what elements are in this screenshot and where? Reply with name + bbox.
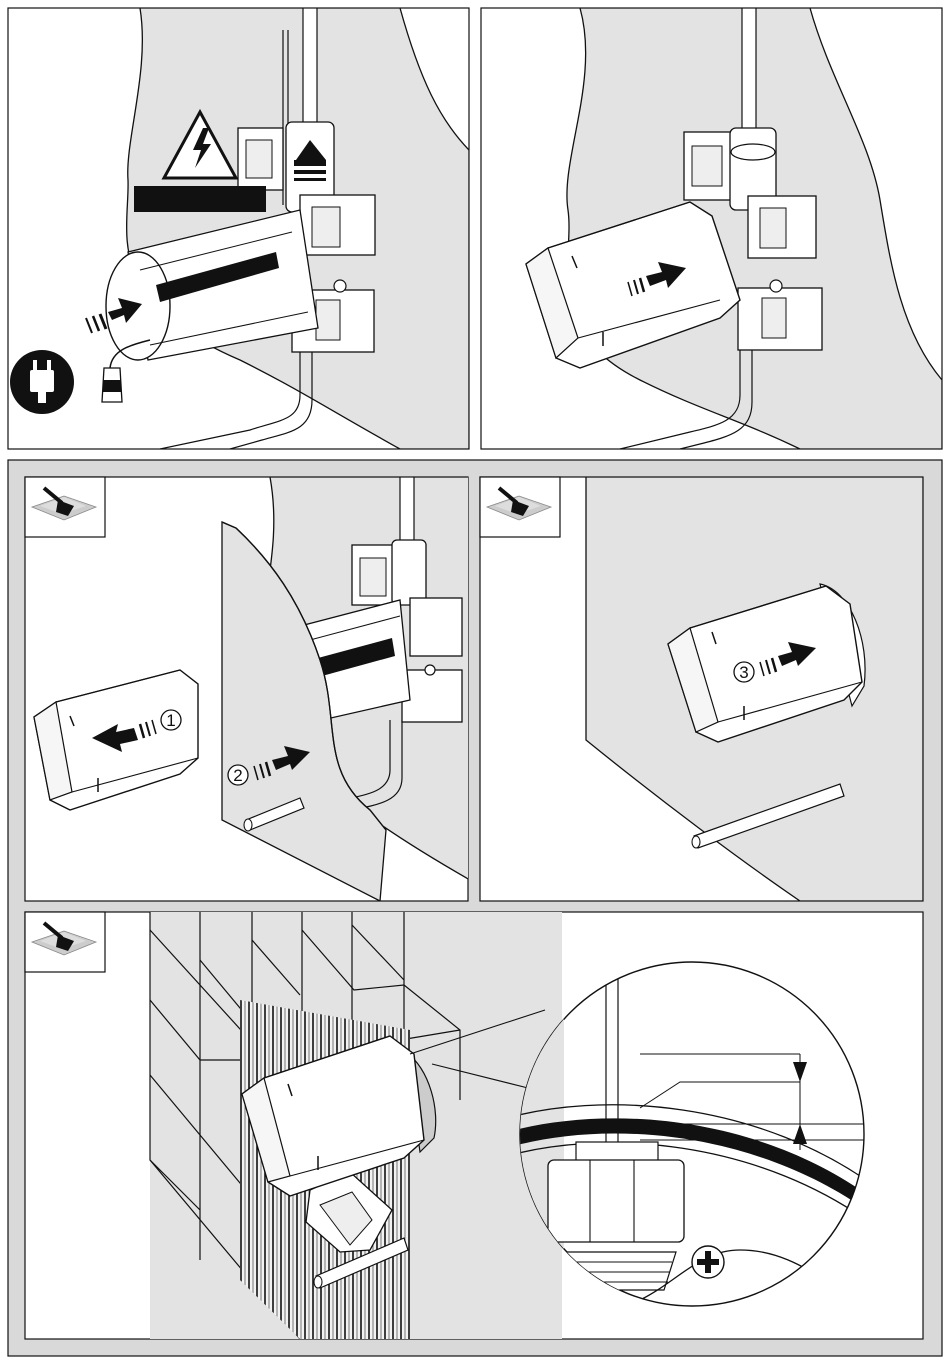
trowel-plaster-icon <box>25 912 105 972</box>
step-2-marker: 2 <box>228 765 248 785</box>
warning-bar <box>134 186 266 212</box>
svg-text:2: 2 <box>233 766 242 785</box>
step-3-marker: 3 <box>734 662 754 682</box>
trowel-plaster-icon <box>25 477 105 537</box>
trowel-plaster-icon <box>480 477 560 537</box>
panel-middle-left: 1 2 <box>25 477 470 901</box>
power-plug-icon <box>10 350 74 414</box>
panel-top-right <box>481 8 942 449</box>
screw-icon <box>692 1246 724 1278</box>
panel-bottom <box>25 912 923 1339</box>
step-1-marker: 1 <box>161 710 181 730</box>
panel-top-left <box>8 8 469 449</box>
svg-text:3: 3 <box>739 663 748 682</box>
svg-text:1: 1 <box>166 711 175 730</box>
panel-middle-right: 3 <box>480 477 923 901</box>
